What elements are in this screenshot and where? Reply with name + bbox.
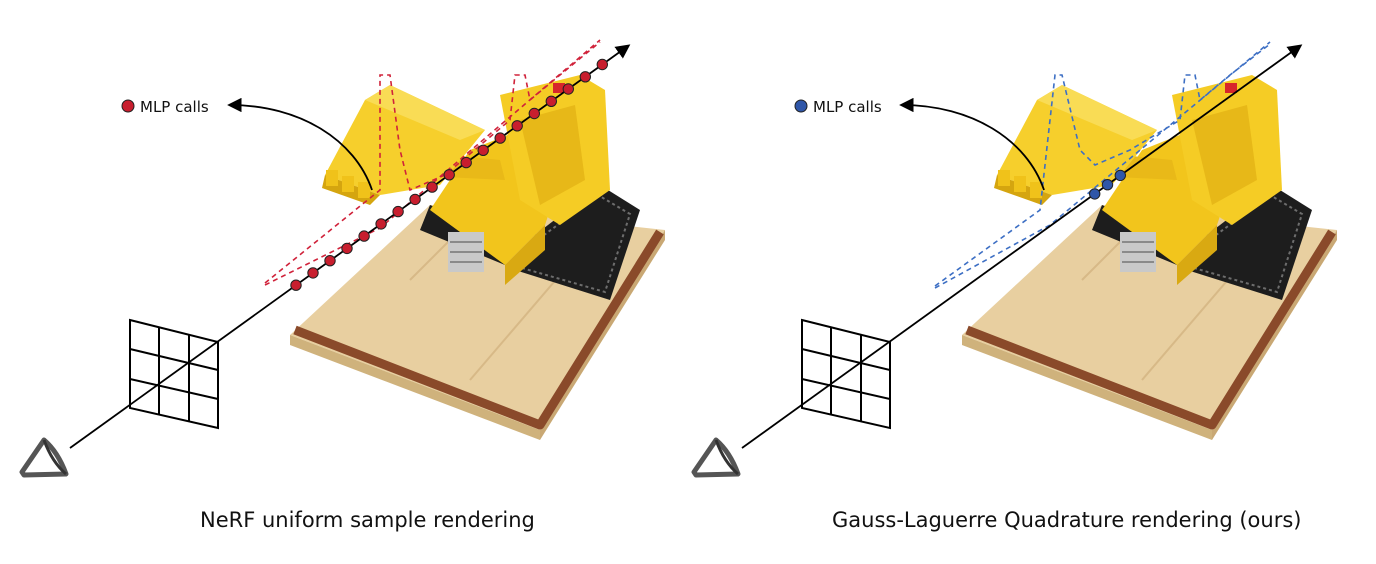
caption-left: NeRF uniform sample rendering [200,508,535,532]
sample-point [562,83,574,95]
sample-guide-dashed [934,41,1271,289]
sample-point [460,156,472,169]
left-panel: MLP calls [22,39,665,475]
sample-point [341,242,353,255]
caption-right: Gauss-Laguerre Quadrature rendering (our… [832,508,1302,532]
sample-point [528,107,540,120]
quadrature-sample-points [1089,169,1127,200]
legend-label-right: MLP calls [813,98,882,116]
sample-point [443,169,455,181]
mlp-callout-arrow [227,97,373,191]
bulldozer-image [290,75,665,440]
sample-point [392,205,404,218]
camera-ray [741,44,1303,449]
sample-point [494,132,506,144]
sample-point [290,279,302,291]
sample-point [545,95,557,108]
legend-marker [121,99,135,113]
legend-label-left: MLP calls [140,98,209,116]
mlp-callout-arrow [899,97,1045,191]
sample-point [1114,169,1127,182]
legend-marker [794,99,808,113]
eye-icon [22,440,66,475]
sample-point [324,255,336,267]
right-panel: MLP calls [694,41,1337,475]
sample-point [358,230,370,242]
sample-point [307,267,319,279]
sample-point [579,71,591,83]
sample-point [409,193,421,206]
sample-point [1101,179,1114,191]
uniform-sample-points [290,58,608,291]
sample-point [375,218,387,230]
sample-point [1089,188,1101,200]
sample-point [511,120,523,132]
bulldozer-image [962,75,1337,440]
sample-point [477,144,489,157]
eye-icon [694,440,738,475]
sample-point [426,181,438,193]
sample-point [596,58,608,71]
